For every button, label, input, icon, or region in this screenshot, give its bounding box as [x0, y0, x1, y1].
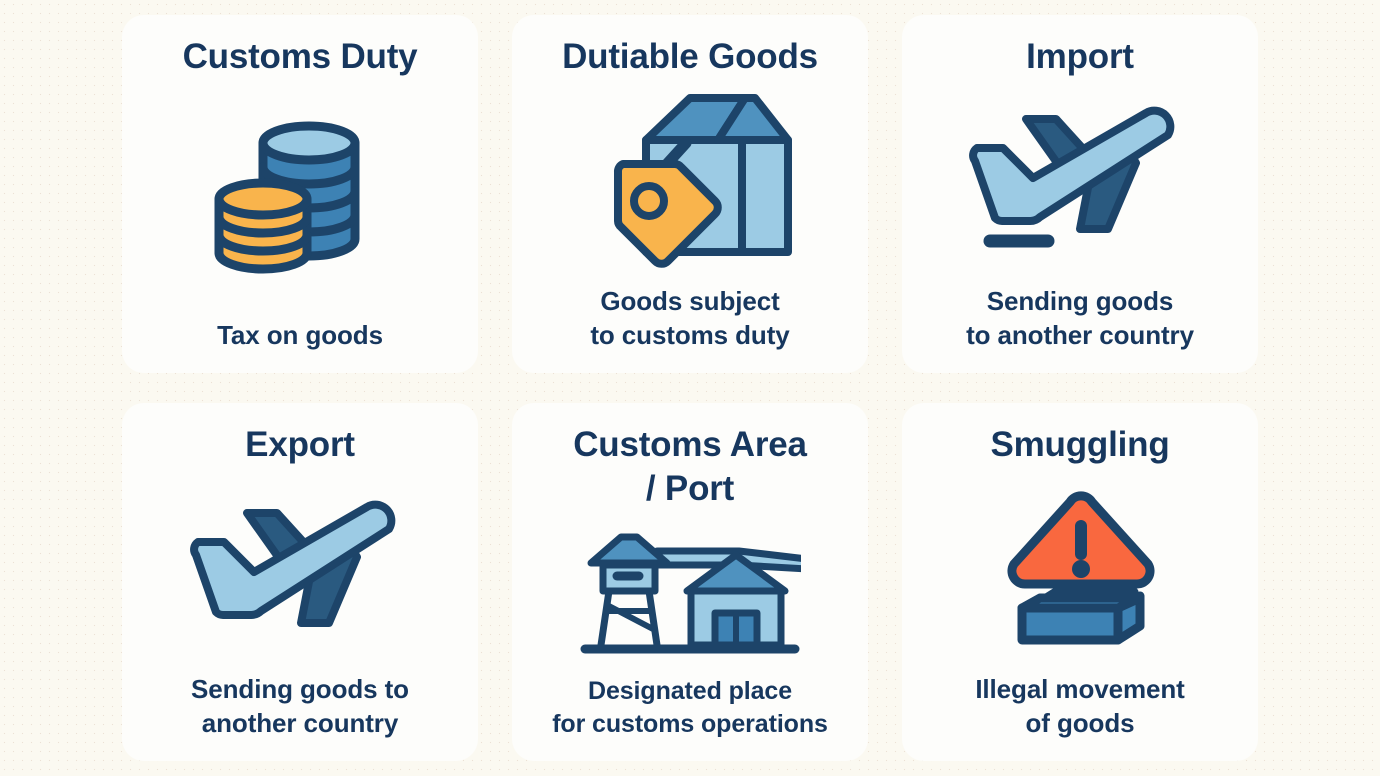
airplane-takeoff-icon: [916, 69, 1244, 284]
card-description: Tax on goods: [217, 320, 383, 351]
card-title: Export: [245, 425, 355, 464]
card-dutiable-goods[interactable]: Dutiable Goods: [512, 15, 868, 373]
card-description: Illegal movement of goods: [975, 673, 1185, 739]
card-description: Sending goods to another country: [966, 285, 1194, 351]
card-title: Import: [1026, 37, 1134, 76]
card-description: Goods subject to customs duty: [590, 285, 790, 351]
card-title: Smuggling: [990, 425, 1170, 464]
port-watchtower-warehouse-icon: [526, 513, 854, 675]
warning-triangle-crate-icon: [916, 463, 1244, 672]
card-title: Customs Area / Port: [573, 425, 807, 508]
card-export[interactable]: Export Sending goods to another country: [122, 403, 478, 761]
card-description: Sending goods to another country: [191, 673, 409, 739]
card-customs-duty[interactable]: Customs Duty: [122, 15, 478, 373]
coin-stacks-icon: [136, 75, 464, 319]
card-title: Customs Duty: [182, 37, 418, 76]
card-customs-area-port[interactable]: Customs Area / Port: [512, 403, 868, 761]
airplane-icon: [136, 461, 464, 672]
box-with-price-tag-icon: [526, 73, 854, 284]
card-description: Designated place for customs operations: [552, 676, 828, 738]
card-import[interactable]: Import Sending goods to another country: [902, 15, 1258, 373]
card-smuggling[interactable]: Smuggling: [902, 403, 1258, 761]
card-title: Dutiable Goods: [562, 37, 818, 76]
